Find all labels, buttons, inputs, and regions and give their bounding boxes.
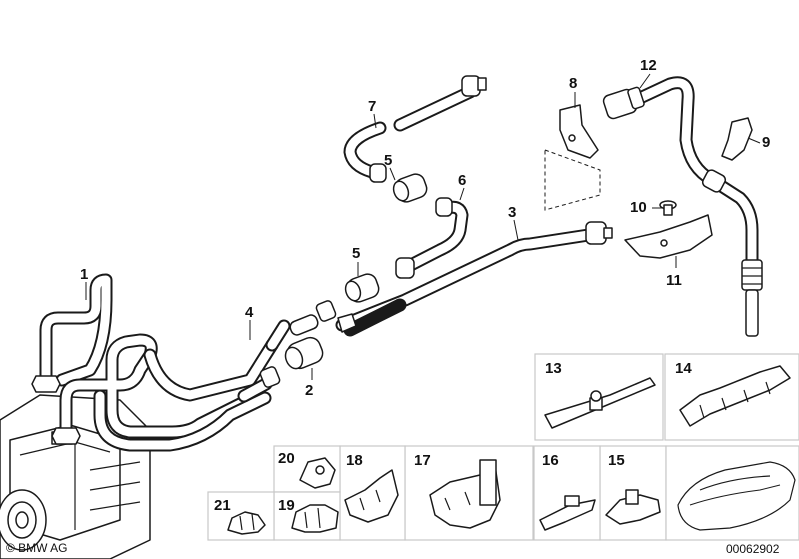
clip-9 (721, 117, 753, 161)
label-part-8: 8 (569, 75, 577, 92)
inset-panel-21: 21 (207, 491, 275, 541)
leader-lines (85, 73, 761, 380)
label-part-3: 3 (508, 204, 516, 221)
label-part-20: 20 (278, 450, 295, 467)
inset-panel-20: 20 (273, 445, 341, 493)
brake-pipe-6 (395, 197, 469, 279)
copyright-text: © BMW AG (6, 541, 68, 555)
brake-pipe-3 (335, 221, 613, 337)
brake-hose-12 (602, 76, 763, 337)
label-part-9: 9 (762, 134, 770, 151)
label-part-15: 15 (608, 452, 625, 469)
inset-panel-19: 19 (273, 491, 341, 541)
label-part-4: 4 (245, 304, 254, 321)
label-part-1: 1 (80, 266, 88, 283)
label-part-19: 19 (278, 497, 295, 514)
inset-panel-16: 16 (533, 445, 601, 541)
pipe-connector-5-lower (344, 273, 380, 303)
label-part-21: 21 (214, 497, 231, 514)
label-part-11: 11 (666, 272, 682, 289)
label-part-5-lower: 5 (352, 245, 360, 262)
label-part-6: 6 (458, 172, 466, 189)
label-part-7: 7 (368, 98, 376, 115)
inset-panel-15: 15 (599, 445, 667, 541)
label-part-18: 18 (346, 452, 363, 469)
inset-panel-18: 18 (339, 445, 406, 541)
label-part-5-upper: 5 (384, 152, 392, 169)
bolt-10 (659, 200, 677, 216)
inset-panel-13: 13 (534, 353, 664, 441)
bracket-11 (624, 214, 713, 259)
inset-panel-vehicle (665, 445, 799, 541)
label-part-2: 2 (305, 382, 313, 399)
label-part-16: 16 (542, 452, 559, 469)
label-part-10: 10 (630, 199, 647, 216)
pipe-connector-2 (284, 336, 324, 370)
label-part-14: 14 (675, 360, 692, 377)
brake-pipe-7 (343, 75, 487, 183)
pipe-connector-5-upper (392, 173, 428, 203)
inset-panel-14: 14 (664, 353, 799, 441)
diagram-number: 00062902 (726, 542, 780, 556)
inset-panel-17: 17 (404, 445, 534, 541)
brake-pipe-1 (31, 273, 279, 452)
label-part-12: 12 (640, 57, 657, 74)
abs-hydraulic-unit (0, 377, 151, 559)
label-part-13: 13 (545, 360, 562, 377)
brake-pipe-4 (237, 300, 337, 403)
bracket-8 (544, 104, 601, 211)
label-part-17: 17 (414, 452, 431, 469)
